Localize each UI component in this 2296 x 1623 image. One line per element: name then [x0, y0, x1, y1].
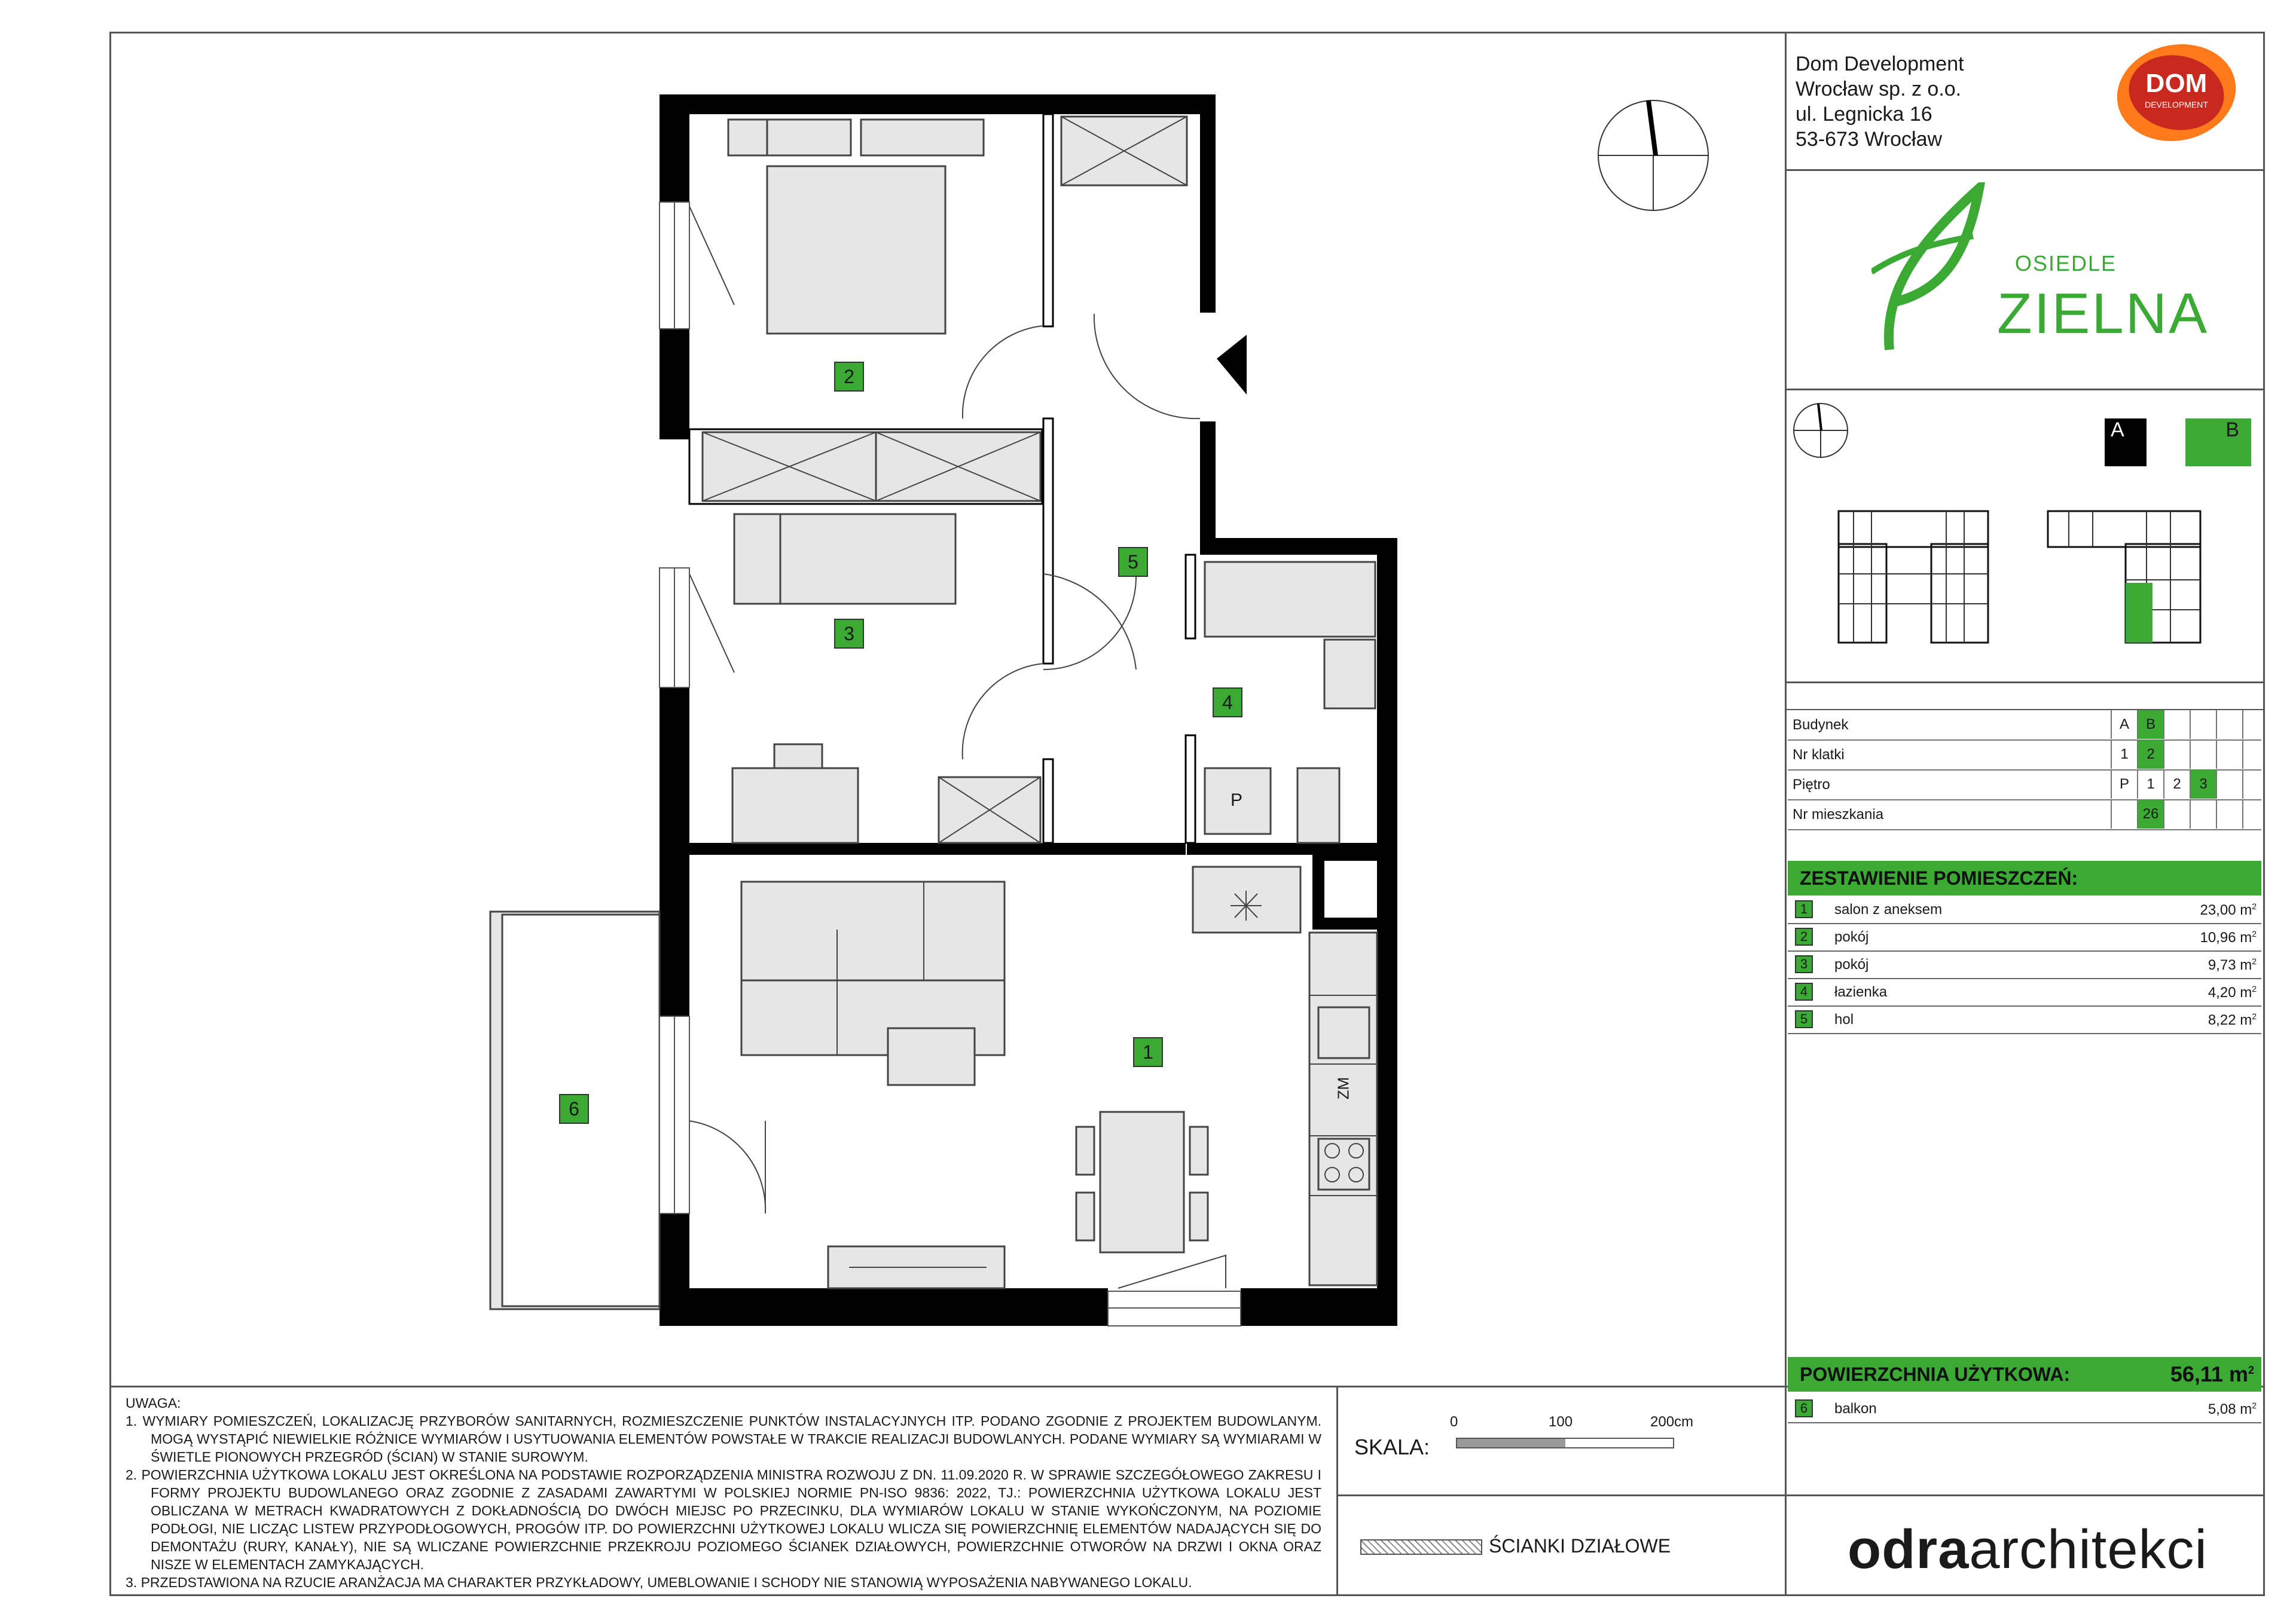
divider	[1336, 1494, 2265, 1496]
room-label-6: 6	[559, 1094, 589, 1124]
table-cell: B	[2137, 710, 2163, 739]
developer-logo: DOM DEVELOPMENT	[2108, 33, 2245, 152]
table-cell	[2216, 710, 2242, 739]
project-logo-word1: OSIEDLE	[2015, 251, 2117, 276]
fridge-label-zm: ZM	[1334, 1077, 1352, 1100]
table-row: Nr mieszkania	[1788, 800, 2261, 830]
table-cell	[2190, 710, 2216, 739]
table-row: Budynek	[1788, 710, 2261, 741]
room-label-4: 4	[1213, 687, 1242, 717]
divider	[1785, 681, 2265, 683]
scale-tick-100: 100	[1549, 1414, 1573, 1430]
shower-label-p: P	[1231, 790, 1243, 810]
building-b-key: B	[2185, 418, 2251, 466]
sheet-frame	[109, 32, 2265, 1596]
table-cell	[2242, 710, 2268, 739]
table-cell: 1	[2137, 770, 2163, 799]
developer-address: Dom Development Wrocław sp. z o.o. ul. L…	[1796, 53, 1964, 151]
compass-icon	[1598, 100, 1709, 211]
room-label-5: 5	[1118, 547, 1148, 577]
table-cell: P	[2111, 770, 2137, 799]
building-a-key: A	[2105, 418, 2147, 466]
divider	[1336, 1386, 1338, 1596]
scale-label: SKALA:	[1354, 1435, 1430, 1459]
notes: UWAGA: 1. WYMIARY POMIESZCZEŃ, LOKALIZAC…	[126, 1395, 1321, 1590]
project-logo-word2: ZIELNA	[1997, 282, 2209, 346]
partition-hatch-icon	[1360, 1539, 1482, 1555]
table-cell: A	[2111, 710, 2137, 739]
table-cell	[2242, 740, 2268, 769]
table-cell	[2190, 800, 2216, 829]
table-cell: 2	[2137, 740, 2163, 769]
room-label-2: 2	[834, 362, 864, 392]
table-cell	[2216, 740, 2242, 769]
total-area: POWIERZCHNIA UŻYTKOWA: 56,11 m2	[1788, 1357, 2261, 1392]
table-cell: 2	[2163, 770, 2190, 799]
divider	[1785, 709, 2265, 710]
table-row: Nr klatki	[1788, 740, 2261, 771]
table-cell: 3	[2190, 770, 2216, 799]
table-cell	[2242, 800, 2268, 829]
scale-tick-200: 200cm	[1650, 1414, 1694, 1430]
compass-small-icon	[1793, 403, 1848, 458]
table-cell: 1	[2111, 740, 2137, 769]
architect-logo: odraarchitekci	[1848, 1519, 2208, 1580]
divider	[1785, 389, 2265, 390]
legend-label: ŚCIANKI DZIAŁOWE	[1489, 1535, 1671, 1557]
table-row: Piętro	[1788, 770, 2261, 800]
divider	[109, 1386, 2265, 1387]
leaf-logo-icon	[1871, 182, 1985, 350]
scale-tick-0: 0	[1450, 1414, 1458, 1430]
table-cell	[2163, 800, 2190, 829]
key-plan-thumbnails	[1837, 510, 2202, 644]
title-block-divider	[1785, 32, 1787, 1596]
table-cell	[2216, 800, 2242, 829]
scale-bar	[1456, 1438, 1674, 1448]
table-cell	[2111, 800, 2137, 829]
table-cell	[2216, 770, 2242, 799]
table-cell	[2163, 740, 2190, 769]
room-label-3: 3	[834, 619, 864, 649]
table-cell	[2163, 710, 2190, 739]
table-cell: 26	[2137, 800, 2163, 829]
rooms-header: ZESTAWIENIE POMIESZCZEŃ:	[1788, 861, 2261, 895]
room-label-1: 1	[1133, 1037, 1163, 1067]
table-cell	[2242, 770, 2268, 799]
table-cell	[2190, 740, 2216, 769]
divider	[1785, 169, 2265, 171]
